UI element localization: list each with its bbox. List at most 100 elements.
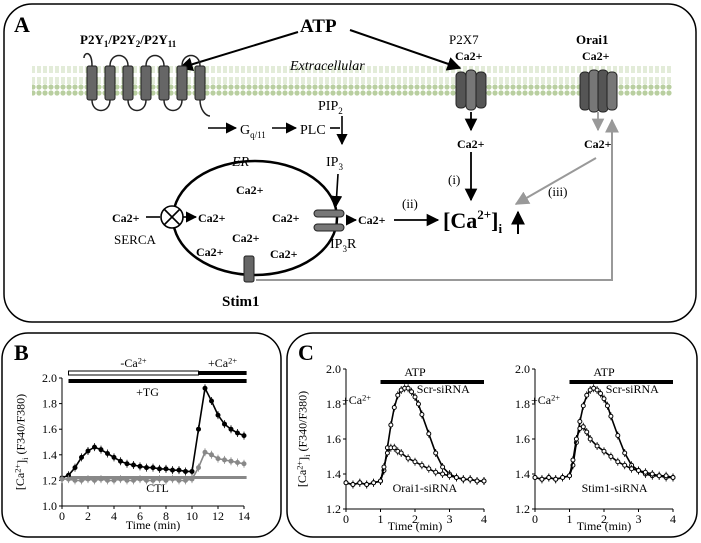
- er-ca-2: Ca2+: [198, 211, 226, 225]
- atp-to-p2x7-arrow: [349, 29, 462, 71]
- serca-pump: [160, 205, 184, 229]
- p2x7-inside-ca: Ca2+: [457, 137, 485, 151]
- x-tick-label: 6: [137, 509, 143, 523]
- scr-sirna-series-point: [580, 403, 586, 409]
- stim1-sirna-series-point: [629, 466, 635, 472]
- orai1-sirna-series-point: [398, 450, 404, 456]
- ctl-series-point: [176, 477, 182, 483]
- tg-label: +TG: [136, 385, 159, 399]
- stim1-sirna-series-point: [649, 471, 655, 477]
- ctl-series-point: [137, 476, 143, 482]
- stim1-sirna-series-point: [642, 469, 648, 475]
- orai1-channel: [579, 69, 618, 113]
- path-iii-arrow: [514, 157, 597, 205]
- stim1-sirna-series-point: [573, 436, 579, 442]
- stim1-label: Stim1: [222, 294, 260, 310]
- scr-sirna-series-point: [409, 389, 415, 395]
- tg-series-point: [183, 468, 188, 474]
- x-tick-label: 14: [238, 509, 250, 523]
- orai1-sirna-series-point: [474, 478, 480, 484]
- scr-sirna-series-point: [615, 433, 621, 438]
- x-tick-label: 0: [343, 512, 349, 526]
- scr-sirna-series-point: [577, 419, 583, 424]
- ctl-series-point: [72, 477, 78, 483]
- ctl-series-point: [85, 476, 91, 482]
- ctl-series-point: [98, 476, 104, 482]
- calcium-condition-label: +Ca2+: [342, 393, 371, 407]
- ctl-series-point: [79, 477, 84, 483]
- stim1-to-orai1-arrow: [256, 118, 619, 281]
- p2y-receptor: [83, 52, 211, 117]
- tg-series-point: [241, 433, 247, 439]
- ctl-series-point: [228, 458, 234, 464]
- extracellular-label: Extracellular: [289, 59, 365, 74]
- y-tick-label: 1.0: [42, 499, 57, 513]
- ctl-series-point: [189, 476, 195, 482]
- y-tick-label: 1.4: [326, 467, 341, 481]
- scr-sirna-series-point: [598, 391, 604, 396]
- ctl-series-point: [118, 476, 123, 482]
- stim1-sirna-series-point: [622, 462, 628, 468]
- panel-a: A Extracellular ATP P2Y1/P2Y2/P2Y11: [3, 3, 697, 323]
- scr-sirna-series-point: [391, 405, 397, 410]
- scr-sirna-series-point: [405, 385, 411, 391]
- ip3-to-ip3r-arrow: [331, 173, 343, 208]
- y-tick-label: 2.0: [515, 362, 530, 376]
- tg-series-point: [79, 454, 84, 460]
- path-ii-label: (ii): [402, 196, 418, 211]
- tg-series-point: [92, 444, 97, 450]
- y-tick-label: 1.6: [326, 432, 341, 446]
- tg-series-point: [72, 465, 78, 471]
- scr-sirna-series-point: [604, 403, 610, 409]
- tg-series-point: [131, 462, 136, 468]
- stim1-sirna-series-point: [601, 448, 607, 454]
- orai1-sirna-series-point: [384, 450, 390, 456]
- ctl-label: CTL: [146, 481, 169, 495]
- pip2-label: PIP2: [318, 99, 343, 116]
- panel-a-letter: A: [14, 12, 30, 37]
- scr-sirna-series-point: [608, 413, 614, 419]
- serca-cyto-ca: Ca2+: [112, 211, 140, 225]
- stim1-sirna-series-point: [560, 475, 566, 480]
- serca-label: SERCA: [114, 232, 157, 247]
- orai1-sirna-series-point: [481, 478, 487, 484]
- orai1-inside-ca: Ca2+: [584, 137, 612, 151]
- y-tick-label: 2.0: [42, 371, 57, 385]
- panel-b-letter: B: [14, 340, 29, 365]
- ctl-series-point: [150, 477, 156, 483]
- p2x7-ca-label: Ca2+: [455, 49, 483, 63]
- x-tick-label: 4: [481, 512, 487, 526]
- x-tick-label: 8: [163, 509, 169, 523]
- tg-series-point: [98, 447, 104, 453]
- y-tick-label: 1.4: [515, 467, 530, 481]
- x-axis-label: Time (min): [577, 519, 632, 533]
- orai1-sirna-series-point: [350, 482, 356, 487]
- stim1-sirna-label: Stim1-siRNA: [582, 481, 648, 495]
- tg-series-point: [150, 465, 156, 471]
- y-tick-label: 1.2: [515, 502, 530, 516]
- tg-series-point: [196, 426, 201, 432]
- scr-sirna-series-point: [426, 431, 432, 437]
- x-tick-label: 1: [567, 512, 573, 526]
- y-tick-label: 1.4: [42, 448, 57, 462]
- x-tick-label: 10: [186, 509, 198, 523]
- orai1-sirna-series-point: [364, 482, 370, 487]
- stim1-sirna-series-point: [608, 454, 614, 459]
- no-calcium-label: -Ca2+: [120, 356, 147, 370]
- scr-sirna-series-point: [412, 394, 418, 400]
- ctl-series-point: [222, 457, 227, 463]
- ctl-series-point: [196, 465, 201, 471]
- orai1-sirna-series-point: [433, 469, 439, 475]
- y-axis-label: [Ca2+]i (F340/F380): [13, 394, 30, 490]
- y-tick-label: 1.6: [515, 432, 530, 446]
- stim1-sirna-series-point: [532, 475, 538, 480]
- stim1-sirna-series-point: [584, 429, 590, 435]
- tg-series-point: [176, 467, 182, 473]
- ctl-bar: [68, 476, 247, 479]
- tg-series-point: [170, 467, 175, 473]
- y-tick-label: 1.6: [42, 422, 57, 436]
